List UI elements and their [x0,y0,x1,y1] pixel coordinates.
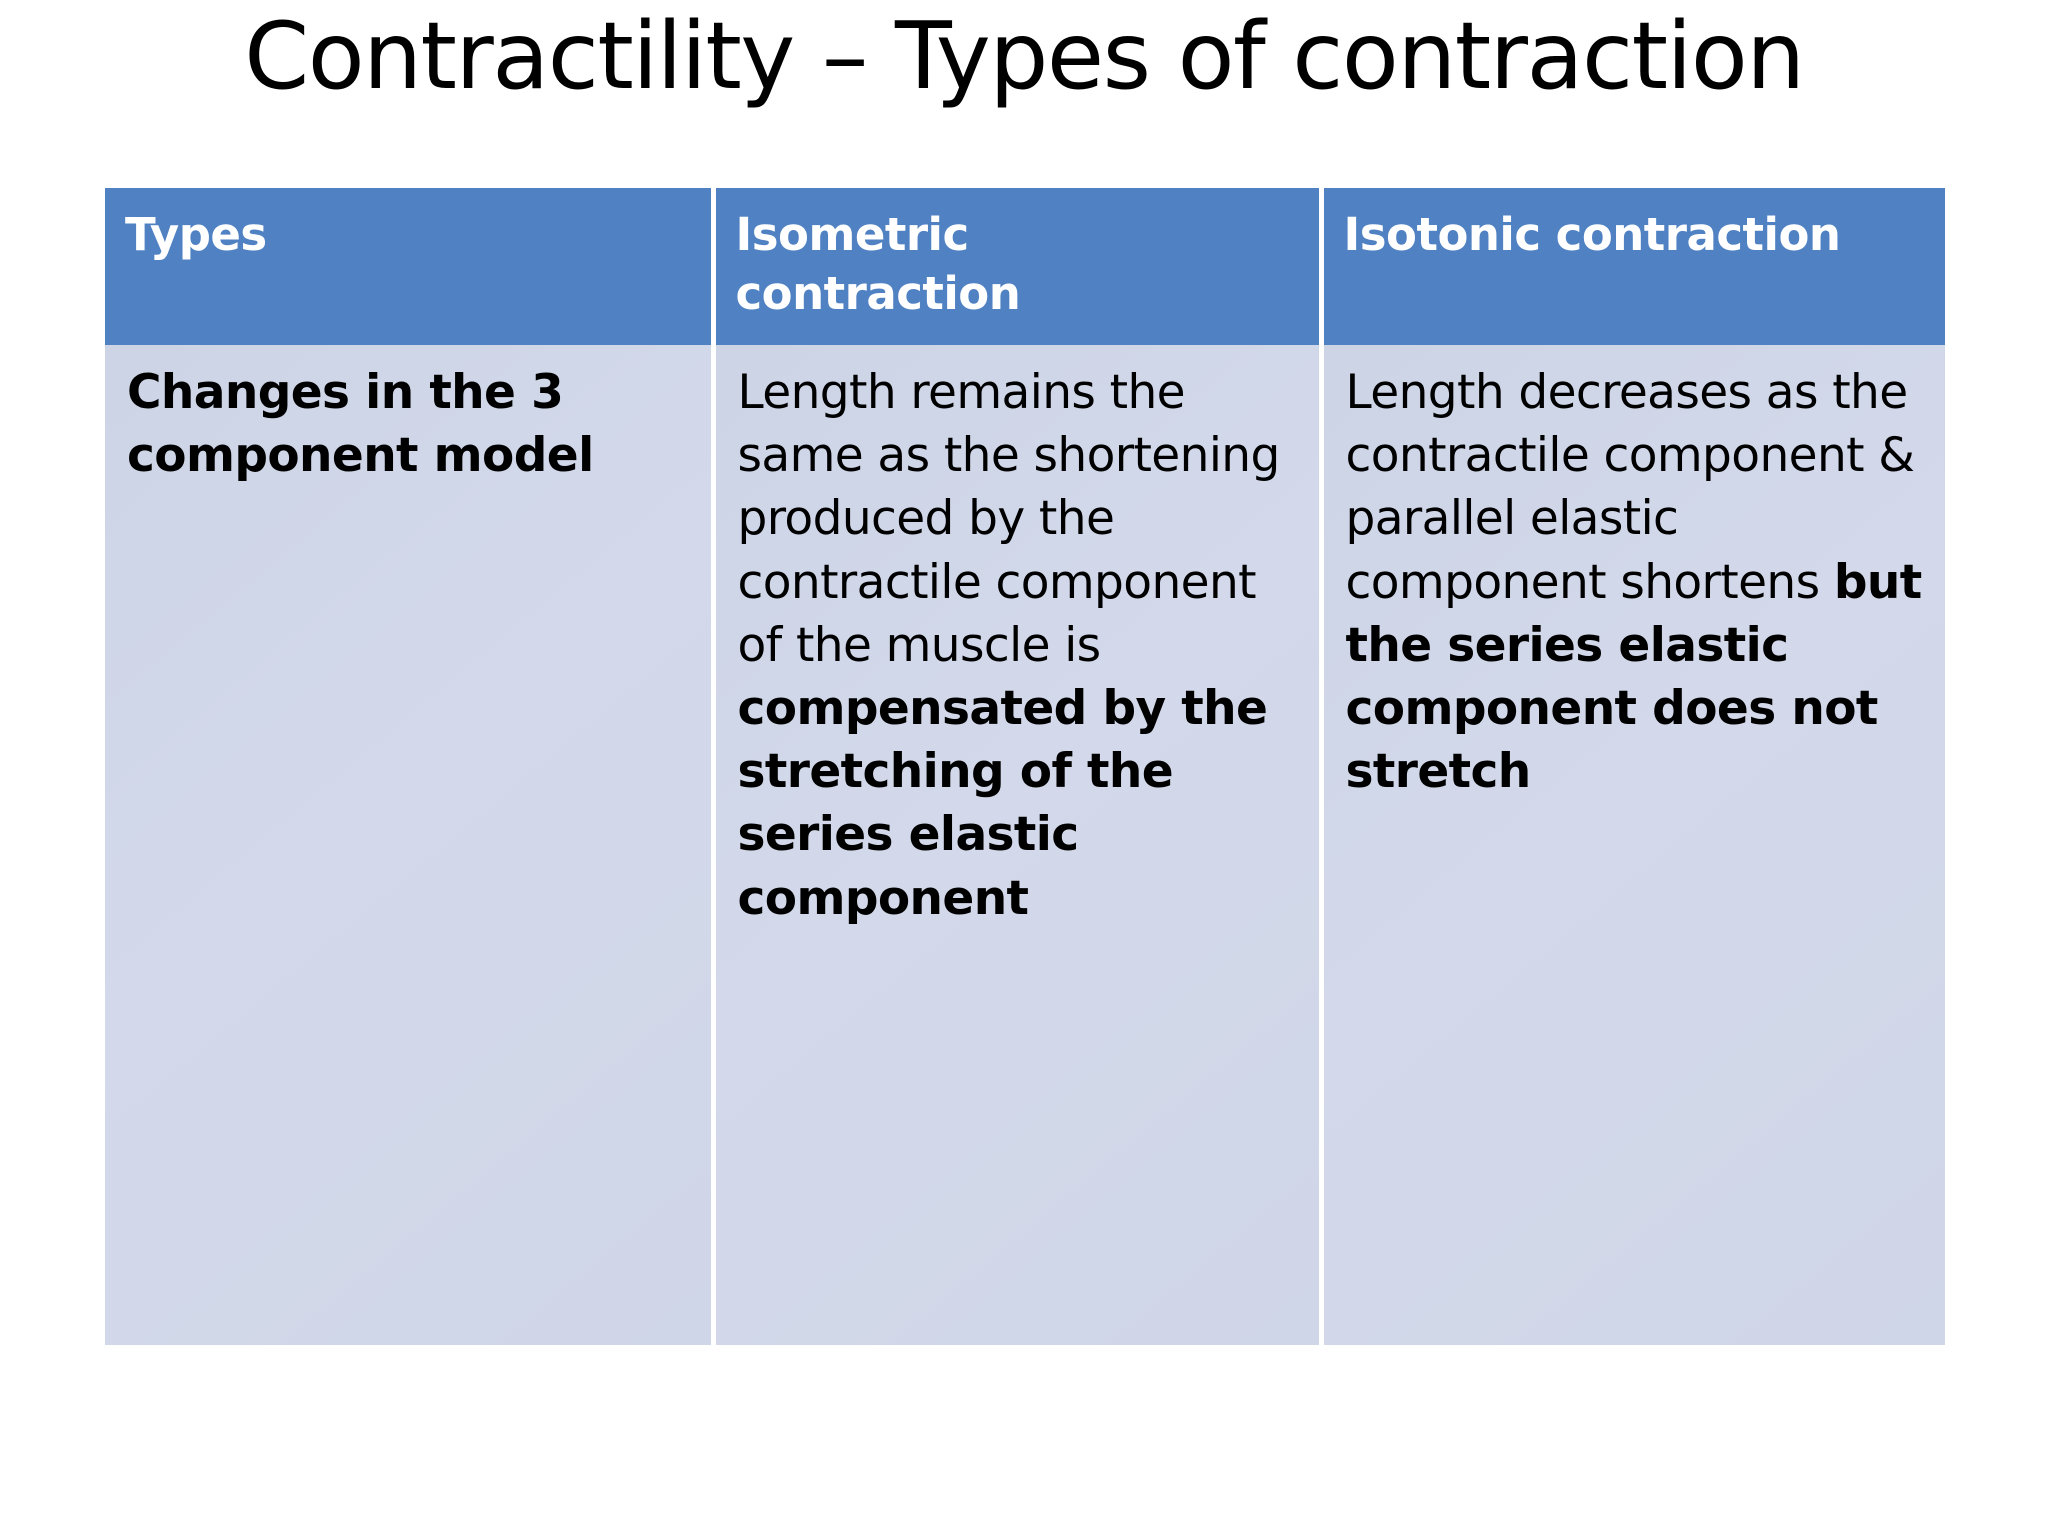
column-header-isotonic-label: Isotonic contraction [1343,208,1841,261]
page-title: Contractility – Types of contraction [244,2,1805,110]
cell-isotonic: Length decreases as the contractile comp… [1321,345,1945,1345]
table-top-rule [105,184,1945,188]
cell-row-label-text: Changes in the 3 component model [127,365,594,484]
column-header-isotonic: Isotonic contraction [1321,188,1945,345]
column-header-types: Types [105,188,716,345]
comparison-table: Types Isometric contraction Isotonic con… [105,188,1945,1345]
cell-isotonic-normal-text: Length decreases as the contractile comp… [1345,365,1915,610]
column-header-isometric: Isometric contraction [713,188,1324,345]
cell-row-label: Changes in the 3 component model [105,345,716,1345]
comparison-table-wrapper: Types Isometric contraction Isotonic con… [105,188,1945,1345]
table-row: Changes in the 3 component model Length … [105,345,1945,1345]
column-header-isometric-line2: contraction [735,266,1021,320]
cell-isotonic-bold-text: but the series elastic component does no… [1345,554,1923,800]
cell-isometric-bold-text: compensated by the stretching of the ser… [737,681,1268,926]
table-header: Types Isometric contraction Isotonic con… [105,188,1945,345]
table-body: Changes in the 3 component model Length … [105,345,1945,1345]
column-header-isometric-line1: Isometric [735,208,970,261]
table-header-row: Types Isometric contraction Isotonic con… [105,188,1945,345]
cell-isometric-normal-text: Length remains the same as the shortenin… [737,365,1281,673]
cell-isometric: Length remains the same as the shortenin… [713,345,1324,1345]
column-header-types-label: Types [125,208,267,261]
